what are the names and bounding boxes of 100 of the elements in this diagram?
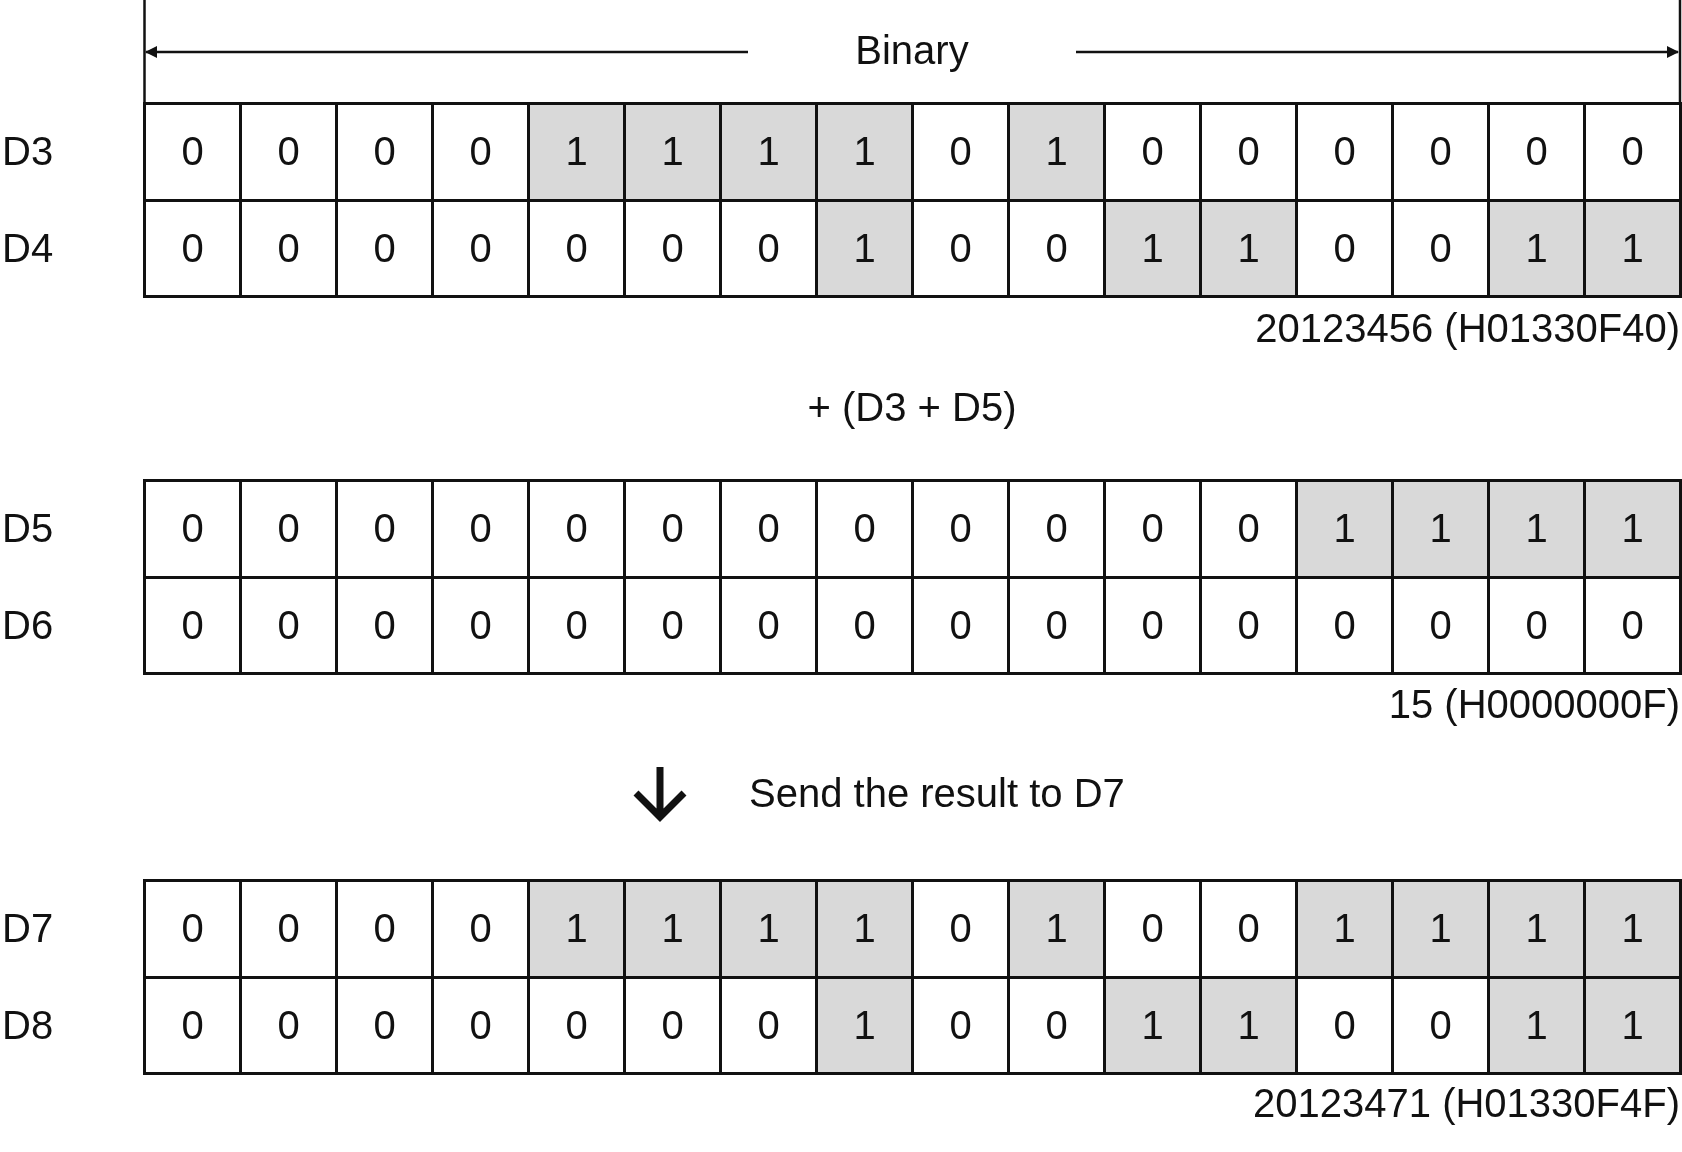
bit-cell: 1	[1010, 105, 1103, 199]
bit-cell: 0	[242, 105, 335, 199]
bit-cell: 0	[530, 978, 623, 1072]
register-name: D6	[2, 602, 54, 647]
bit-cell: 1	[1202, 978, 1295, 1072]
bit-cell: 0	[626, 201, 719, 295]
bit-cell: 0	[1202, 105, 1295, 199]
bit-cell: 0	[1586, 105, 1679, 199]
bit-cell: 0	[434, 978, 527, 1072]
bit-cell: 1	[1586, 882, 1679, 976]
bit-cell: 0	[434, 578, 527, 672]
bit-cell: 0	[242, 482, 335, 576]
bit-cell: 1	[1010, 882, 1103, 976]
bit-cell: 0	[626, 482, 719, 576]
register-name: D4	[2, 225, 54, 270]
bit-cell: 1	[818, 105, 911, 199]
bit-cell: 0	[146, 578, 239, 672]
bit-cell: 0	[1490, 578, 1583, 672]
bit-cell: 0	[338, 978, 431, 1072]
bit-cell: 0	[530, 482, 623, 576]
bit-cell: 1	[626, 105, 719, 199]
bit-cell: 0	[722, 482, 815, 576]
bit-cell: 1	[1298, 882, 1391, 976]
bit-cell: 1	[1394, 482, 1487, 576]
bit-cell: 0	[242, 201, 335, 295]
bit-cell: 1	[722, 105, 815, 199]
bit-cell: 0	[914, 105, 1007, 199]
bit-cell: 0	[434, 882, 527, 976]
bit-cell: 0	[1106, 482, 1199, 576]
bit-cell: 1	[1490, 882, 1583, 976]
bit-cell: 0	[1298, 105, 1391, 199]
bit-cell: 0	[146, 105, 239, 199]
bit-cell: 0	[1202, 882, 1295, 976]
bit-cell: 0	[1010, 201, 1103, 295]
register-name: D5	[2, 506, 54, 550]
bit-cell: 0	[1298, 201, 1391, 295]
bit-cell: 0	[1010, 578, 1103, 672]
bit-cell: 0	[434, 105, 527, 199]
dimension-label: Binary	[855, 28, 969, 72]
register-name: D8	[2, 1002, 54, 1047]
bit-cell: 1	[530, 882, 623, 976]
bit-cell: 0	[242, 978, 335, 1072]
bit-cell: 0	[1298, 578, 1391, 672]
bit-cell: 0	[914, 882, 1007, 976]
bit-cell: 1	[1490, 978, 1583, 1072]
bit-cell: 0	[1106, 105, 1199, 199]
bit-cell: 0	[530, 578, 623, 672]
bit-cell: 0	[1010, 482, 1103, 576]
bit-cell: 0	[626, 978, 719, 1072]
bit-cell: 0	[914, 482, 1007, 576]
bit-cell: 0	[1298, 978, 1391, 1072]
bit-cell: 1	[1394, 882, 1487, 976]
register-name: D7	[2, 906, 54, 950]
bit-cell: 1	[626, 882, 719, 976]
bit-cell: 1	[530, 105, 623, 199]
bit-cell: 0	[1106, 882, 1199, 976]
bit-cell: 0	[1394, 578, 1487, 672]
bit-cell: 1	[1106, 201, 1199, 295]
register-name: D3	[2, 129, 54, 173]
bit-cell: 0	[1394, 105, 1487, 199]
bit-cell: 1	[818, 882, 911, 976]
bit-cell: 1	[1586, 201, 1679, 295]
bit-cell: 0	[914, 578, 1007, 672]
value-note: 20123456 (H01330F40)	[1255, 306, 1680, 350]
bit-cell: 1	[1490, 482, 1583, 576]
bit-cell: 0	[1586, 578, 1679, 672]
bit-cell: 0	[146, 978, 239, 1072]
bit-cell: 0	[818, 482, 911, 576]
bit-cell: 0	[722, 201, 815, 295]
bit-cell: 0	[722, 578, 815, 672]
instruction-note: Send the result to D7	[749, 771, 1125, 815]
bit-cell: 0	[338, 105, 431, 199]
bit-cell: 1	[722, 882, 815, 976]
bit-cell: 0	[338, 482, 431, 576]
bit-cell: 0	[914, 978, 1007, 1072]
bit-cell: 1	[1586, 482, 1679, 576]
bit-cell: 1	[818, 978, 911, 1072]
bit-cell: 0	[1490, 105, 1583, 199]
bit-cell: 0	[146, 482, 239, 576]
value-note: 15 (H0000000F)	[1388, 682, 1680, 726]
bit-cell: 0	[914, 201, 1007, 295]
bit-cell: 1	[1586, 978, 1679, 1072]
bit-cell: 0	[242, 882, 335, 976]
bit-cell: 0	[1202, 578, 1295, 672]
bit-cell: 0	[1394, 201, 1487, 295]
bit-cell: 0	[434, 482, 527, 576]
bit-cell: 1	[1298, 482, 1391, 576]
bit-cell: 0	[242, 578, 335, 672]
bit-cell: 0	[338, 201, 431, 295]
bit-cell: 1	[818, 201, 911, 295]
bit-cell: 0	[1394, 978, 1487, 1072]
bit-cell: 0	[1202, 482, 1295, 576]
operation-note: + (D3 + D5)	[807, 385, 1017, 429]
bit-cell: 1	[1106, 978, 1199, 1072]
bit-cell: 0	[338, 578, 431, 672]
bit-cell: 0	[146, 882, 239, 976]
bit-cell: 0	[434, 201, 527, 295]
bit-cell: 0	[530, 201, 623, 295]
bit-cell: 0	[626, 578, 719, 672]
bit-cell: 0	[338, 882, 431, 976]
